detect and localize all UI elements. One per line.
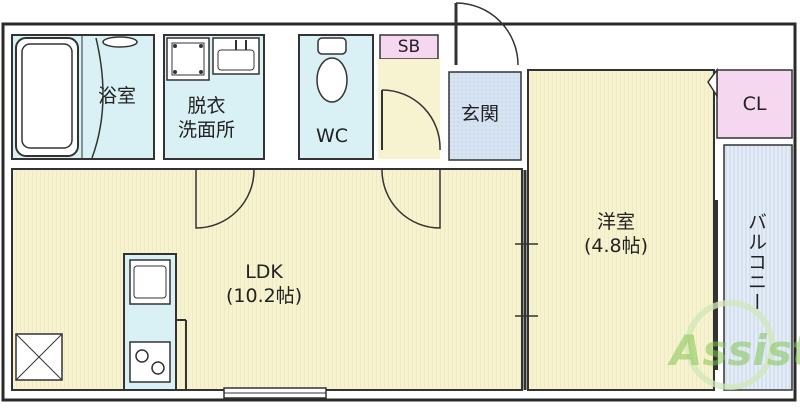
dressing-label-line2: 洗面所	[178, 119, 236, 141]
ldk-label: LDK (10.2帖)	[226, 260, 302, 308]
dressing-label-line1: 脱衣	[187, 95, 226, 117]
entrance-area	[448, 71, 522, 161]
sb-door-arc	[381, 89, 441, 151]
toilet-tank-icon	[317, 37, 347, 55]
washer-icon	[166, 37, 210, 81]
watermark-text: Assist	[667, 326, 800, 375]
closet-label: CL	[742, 93, 767, 115]
entrance-door-arc	[455, 2, 519, 66]
western-room-name: 洋室	[597, 211, 636, 233]
toilet-bowl-icon	[316, 57, 348, 103]
closet-area	[716, 69, 793, 139]
bath-label: 浴室	[98, 85, 137, 107]
western-room-area	[527, 69, 715, 391]
balcony-area	[723, 144, 793, 391]
ldk-name: LDK	[245, 261, 283, 283]
entrance-label: 玄関	[461, 103, 500, 125]
hall-door-arc	[381, 169, 441, 229]
washroom-door-arc	[195, 169, 255, 229]
western-room-size: (4.8帖)	[584, 235, 649, 257]
dressing-label: 脱衣 洗面所	[178, 94, 235, 142]
stove-icon	[129, 341, 171, 383]
wc-label: WC	[316, 125, 349, 147]
ldk-size: (10.2帖)	[226, 285, 303, 307]
bath-door-curve	[91, 37, 104, 159]
watermark-logo: Assist	[667, 300, 800, 390]
balcony-label: バルコニー	[745, 212, 767, 312]
shower-icon	[102, 36, 138, 48]
hall-area	[378, 59, 440, 159]
sb-label: SB	[397, 37, 421, 57]
sb-area	[379, 34, 439, 60]
western-room-label: 洋室 (4.8帖)	[584, 210, 648, 258]
